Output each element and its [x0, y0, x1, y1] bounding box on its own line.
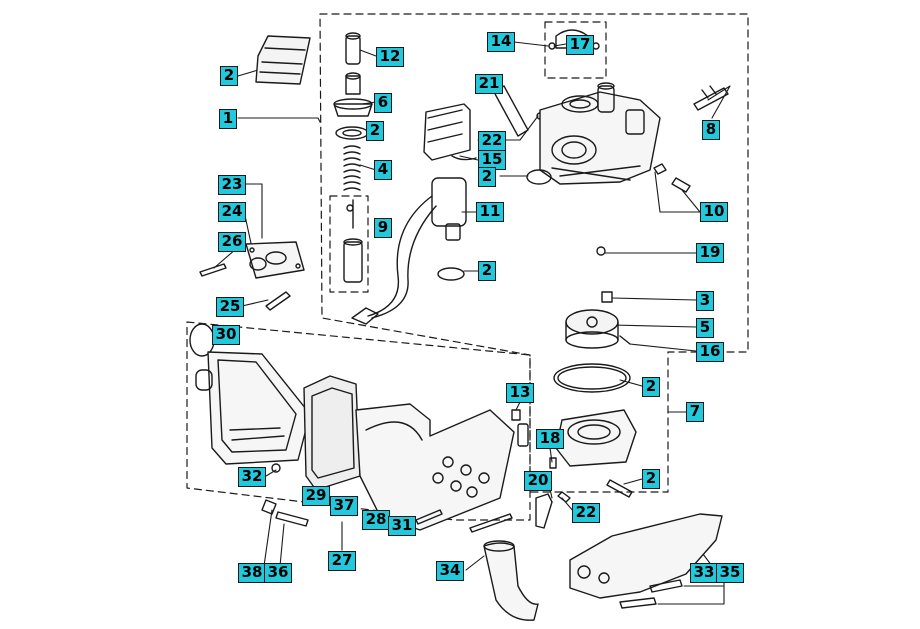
callout-9: 9	[374, 218, 392, 238]
intake-tube-drawing	[483, 540, 539, 621]
callout-2-kit: 2	[220, 66, 238, 86]
callout-10: 10	[700, 202, 728, 222]
callout-2-c: 2	[478, 261, 496, 281]
callout-27: 27	[328, 551, 356, 571]
callout-36: 36	[264, 563, 292, 583]
callout-34: 34	[436, 561, 464, 581]
callout-33: 33	[690, 563, 718, 583]
filter-element-drawing	[303, 375, 361, 491]
air-filter-housing-drawing	[189, 323, 311, 473]
callout-19: 19	[696, 243, 724, 263]
small-hoses-drawing	[535, 491, 571, 529]
callout-7: 7	[686, 402, 704, 422]
callout-37: 37	[330, 496, 358, 516]
callout-21: 21	[475, 74, 503, 94]
callout-31: 31	[388, 516, 416, 536]
callout-28: 28	[362, 510, 390, 530]
callout-25: 25	[216, 297, 244, 317]
callout-13: 13	[506, 383, 534, 403]
callout-23: 23	[218, 175, 246, 195]
slide-assembly-drawing	[333, 32, 373, 283]
intake-flange-drawing	[199, 241, 305, 311]
callout-16: 16	[696, 342, 724, 362]
callout-2-a: 2	[366, 121, 384, 141]
callout-3: 3	[696, 291, 714, 311]
callout-1: 1	[219, 109, 237, 129]
callout-22-top: 22	[478, 131, 506, 151]
cable-assembly-drawing	[351, 177, 467, 325]
carburetor-body-drawing	[526, 29, 661, 185]
callout-8: 8	[702, 120, 720, 140]
callout-30: 30	[212, 325, 240, 345]
callout-2-e: 2	[642, 469, 660, 489]
callout-2-d: 2	[642, 377, 660, 397]
callout-38: 38	[238, 563, 266, 583]
callout-17: 17	[566, 35, 594, 55]
cover-drawing	[423, 103, 477, 161]
callout-11: 11	[476, 202, 504, 222]
callout-15: 15	[478, 150, 506, 170]
callout-26: 26	[218, 232, 246, 252]
callout-29: 29	[302, 486, 330, 506]
callout-2-b: 2	[478, 167, 496, 187]
airbox-cover-drawing	[355, 403, 515, 533]
callout-12: 12	[376, 47, 404, 67]
gasket-kit-drawing	[255, 35, 311, 85]
resonator-drawing	[569, 513, 723, 609]
float-cap-drawing	[565, 291, 631, 349]
callout-35: 35	[716, 563, 744, 583]
callout-18: 18	[536, 429, 564, 449]
callout-22-bot: 22	[572, 503, 600, 523]
callout-5: 5	[696, 318, 714, 338]
callout-6: 6	[374, 93, 392, 113]
callout-4: 4	[374, 160, 392, 180]
callout-20: 20	[524, 471, 552, 491]
callout-14: 14	[487, 32, 515, 52]
housing-screws-drawing	[261, 499, 309, 527]
screws-drawing	[596, 85, 729, 256]
callout-24: 24	[218, 202, 246, 222]
callout-32: 32	[238, 467, 266, 487]
